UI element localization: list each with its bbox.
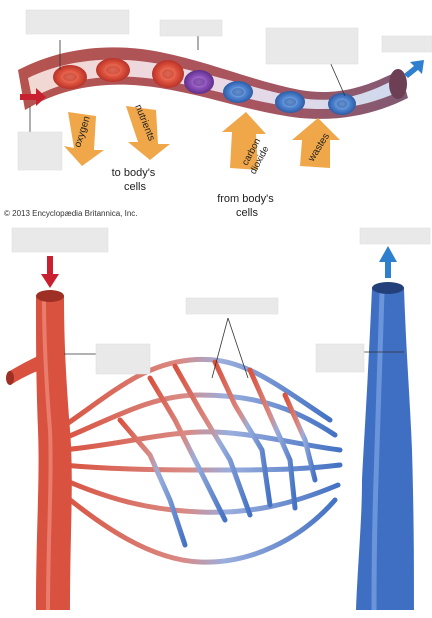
blank-label-box [315, 343, 365, 373]
blue-blood-cell-icon [223, 81, 253, 103]
blank-label-box [17, 131, 63, 171]
bottom-leader-lines [64, 317, 404, 379]
vein-opening [372, 282, 404, 294]
red-blood-cells [53, 58, 356, 115]
blank-label-box [159, 19, 223, 37]
red-blood-cell-icon [152, 60, 184, 88]
blank-label-box [185, 297, 279, 315]
copyright-notice: © 2013 Encyclopædia Britannica, Inc. [4, 209, 138, 218]
purple-blood-cell-icon [184, 70, 214, 94]
vein [356, 282, 414, 611]
artery [6, 290, 72, 611]
to-body-cells-line1: to body's [112, 167, 156, 179]
blue-blood-cell-icon [275, 91, 305, 113]
from-body-cells-caption: from body's cells [217, 193, 277, 219]
from-body-cells-line1: from body's [217, 193, 274, 205]
inflow-arrow-icon [20, 88, 46, 106]
wastes-transfer-arrow: wastes [292, 118, 340, 168]
nutrients-transfer-arrow: nutrients [126, 103, 170, 160]
capillary-network [55, 356, 343, 565]
carbon-dioxide-transfer-arrow: carbon dioxide [222, 112, 272, 176]
blue-blood-cell-icon [328, 93, 356, 115]
from-body-cells-line2: cells [236, 207, 259, 219]
artery-branch-opening [6, 371, 14, 385]
red-blood-cell-icon [96, 58, 130, 82]
blank-label-box [11, 227, 109, 253]
to-body-cells-line2: cells [124, 181, 147, 193]
artery-opening [36, 290, 64, 302]
blank-label-box [359, 227, 431, 245]
blank-label-box [25, 9, 130, 35]
blank-label-box [381, 35, 432, 53]
oxygen-transfer-arrow: oxygen [64, 112, 104, 166]
tube-opening [389, 69, 407, 99]
artery-inflow-arrow-icon [41, 256, 59, 288]
to-body-cells-caption: to body's cells [112, 167, 159, 193]
vein-outflow-arrow-icon [379, 246, 397, 278]
outflow-arrow-icon [404, 60, 424, 78]
red-blood-cell-icon [53, 65, 87, 89]
blank-label-box [95, 343, 151, 375]
blank-label-box [265, 27, 359, 65]
